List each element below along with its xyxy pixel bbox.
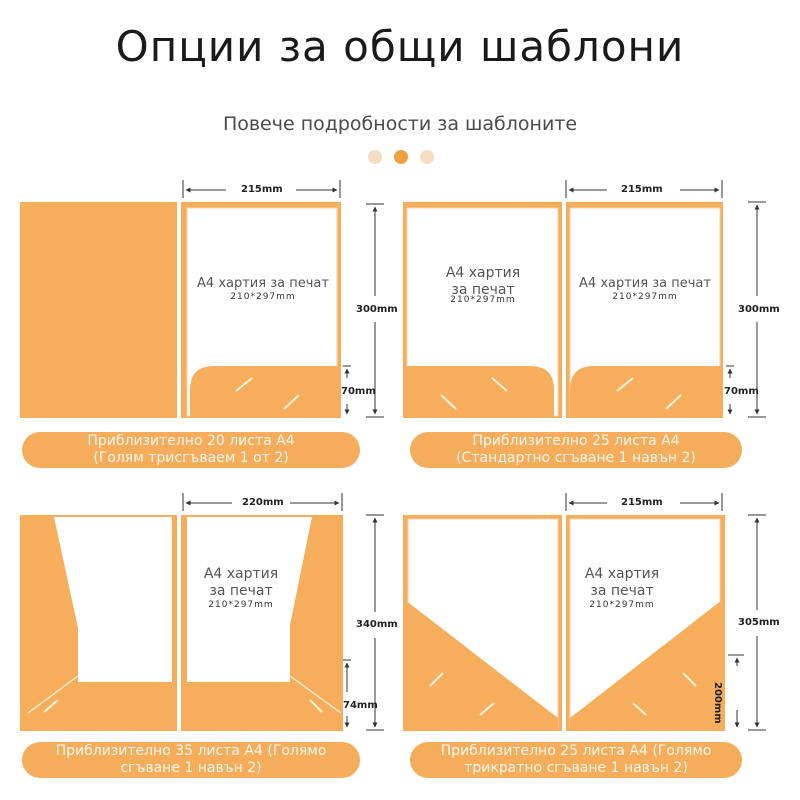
carousel-dots xyxy=(368,150,438,166)
template-3-dimensions xyxy=(182,493,384,731)
template-2-left-paper-text: А4 хартия за печат 210*297mm xyxy=(408,265,558,305)
carousel-dot-1[interactable] xyxy=(368,150,382,164)
template-1-paper-text: А4 хартия за печат 210*297mm xyxy=(188,276,338,302)
template-2-caption: Приблизително 25 листа А4 (Стандартно сг… xyxy=(410,432,742,468)
template-1-height-label: 300mm xyxy=(356,304,398,315)
template-4-height-label: 305mm xyxy=(738,617,780,628)
template-2-width-label: 215mm xyxy=(621,184,663,195)
template-2-caption-line1: Приблизително 25 листа А4 xyxy=(472,433,680,449)
template-4-paper-label-2: за печат xyxy=(590,583,654,599)
template-3-paper-label-2: за печат xyxy=(209,583,273,599)
template-1-dimensions xyxy=(182,180,384,418)
template-2-folder xyxy=(403,202,723,418)
template-4-paper-text: А4 хартия за печат 210*297mm xyxy=(570,566,674,610)
template-3-pocket-label: 74mm xyxy=(343,700,378,711)
carousel-dot-3[interactable] xyxy=(420,150,434,164)
template-3-caption-line2: сгъване 1 навън 2) xyxy=(120,760,262,776)
template-1-paper-size: 210*297mm xyxy=(230,292,296,302)
template-4-width-label: 215mm xyxy=(621,497,663,508)
template-3-paper-text: А4 хартия за печат 210*297mm xyxy=(188,566,294,610)
template-4-pocket-label: 200mm xyxy=(712,682,723,724)
template-3-width-label: 220mm xyxy=(242,497,284,508)
template-1-caption: Приблизително 20 листа А4 (Голям трисгъв… xyxy=(22,432,360,468)
template-1-caption-line1: Приблизително 20 листа А4 xyxy=(87,433,295,449)
page-subtitle: Повече подробности за шаблоните xyxy=(222,113,578,135)
template-4-paper-size: 210*297mm xyxy=(589,600,655,610)
template-2-right-paper-text: А4 хартия за печат 210*297mm xyxy=(570,276,720,302)
template-1-folder xyxy=(20,202,341,418)
template-3-caption: Приблизително 35 листа А4 (Голямо сгъван… xyxy=(22,742,360,778)
carousel-dot-2-active[interactable] xyxy=(394,150,408,164)
template-3-caption-line1: Приблизително 35 листа А4 (Голямо xyxy=(55,743,327,759)
template-1-pocket-label: 70mm xyxy=(341,386,376,397)
page-title: Опции за общи шаблони xyxy=(115,22,685,71)
template-3-height-label: 340mm xyxy=(356,619,398,630)
template-4-caption-line1: Приблизително 25 листа А4 (Голямо xyxy=(440,743,712,759)
template-2-right-paper-label: А4 хартия за печат xyxy=(579,276,711,291)
template-4-paper-label-1: А4 хартия xyxy=(584,566,660,582)
template-4-caption-line2: трикратно сгъване 1 навън 2) xyxy=(464,760,688,776)
template-3-paper-label-1: А4 хартия xyxy=(203,566,279,582)
template-2-left-paper-size: 210*297mm xyxy=(450,295,516,305)
template-1-width-label: 215mm xyxy=(241,184,283,195)
template-2-left-paper-label-2: за печат xyxy=(451,282,515,298)
template-2-left-paper-label-1: А4 хартия xyxy=(445,265,521,281)
template-3-folder xyxy=(20,515,343,731)
template-1-paper-label: А4 хартия за печат xyxy=(197,276,329,291)
template-2-caption-line2: (Стандартно сгъване 1 навън 2) xyxy=(456,450,696,466)
template-4-folder xyxy=(403,515,725,731)
template-2-pocket-label: 70mm xyxy=(724,386,759,397)
template-3-paper-size: 210*297mm xyxy=(208,600,274,610)
template-2-right-paper-size: 210*297mm xyxy=(612,292,678,302)
template-4-dimensions xyxy=(565,493,766,731)
template-1-caption-line2: (Голям трисгъваем 1 от 2) xyxy=(93,450,289,466)
template-4-caption: Приблизително 25 листа А4 (Голямо трикра… xyxy=(410,742,742,778)
template-2-height-label: 300mm xyxy=(738,304,780,315)
template-2-dimensions xyxy=(565,180,766,418)
